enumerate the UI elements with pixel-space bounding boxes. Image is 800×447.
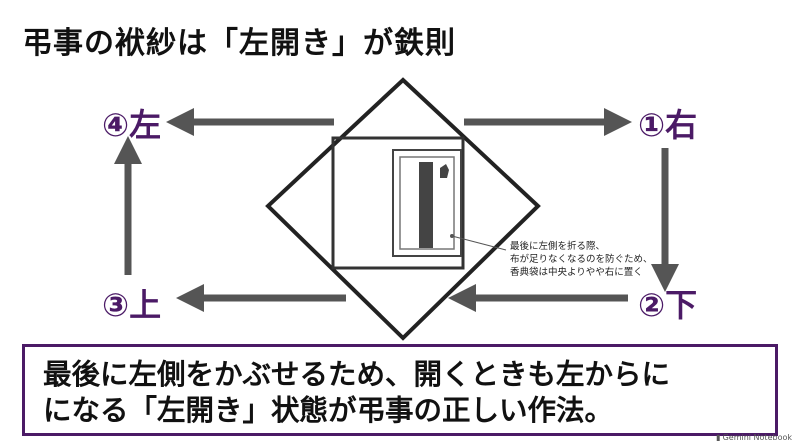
placement-note-line: 布が足りなくなるのを防ぐため、 — [510, 254, 653, 265]
placement-note-line: 香典袋は中央よりやや右に置く — [510, 267, 643, 278]
footer-logo-text: Gemini Notebook — [722, 433, 792, 442]
placement-note: 最後に左側を折る際、 布が足りなくなるのを防ぐため、 香典袋は中央よりやや右に置… — [510, 240, 653, 279]
summary-line: になる「左開き」状態が弔事の正しい作法。 — [43, 394, 614, 427]
notebook-icon: ▮ — [716, 433, 721, 442]
step-right-label: ①右 — [638, 106, 698, 144]
summary-line: 最後に左側をかぶせるため、開くときも左からに — [43, 358, 671, 391]
step-up-label: ③上 — [102, 286, 162, 324]
envelope-name-band — [419, 162, 433, 248]
envelope-inner-frame — [399, 156, 455, 250]
placement-note-line: 最後に左側を折る際、 — [510, 241, 606, 252]
summary-box: 最後に左側をかぶせるため、開くときも左からに になる「左開き」状態が弔事の正しい… — [22, 344, 778, 436]
page-title: 弔事の袱紗は「左開き」が鉄則 — [22, 26, 456, 61]
envelope-tie — [440, 164, 449, 178]
footer-logo: ▮Gemini Notebook — [716, 433, 792, 442]
step-left-label: ④左 — [102, 106, 162, 144]
fold-square — [331, 136, 465, 270]
step-down-label: ②下 — [638, 286, 698, 324]
note-pointer — [451, 235, 507, 251]
note-pointer-dot — [450, 234, 454, 238]
